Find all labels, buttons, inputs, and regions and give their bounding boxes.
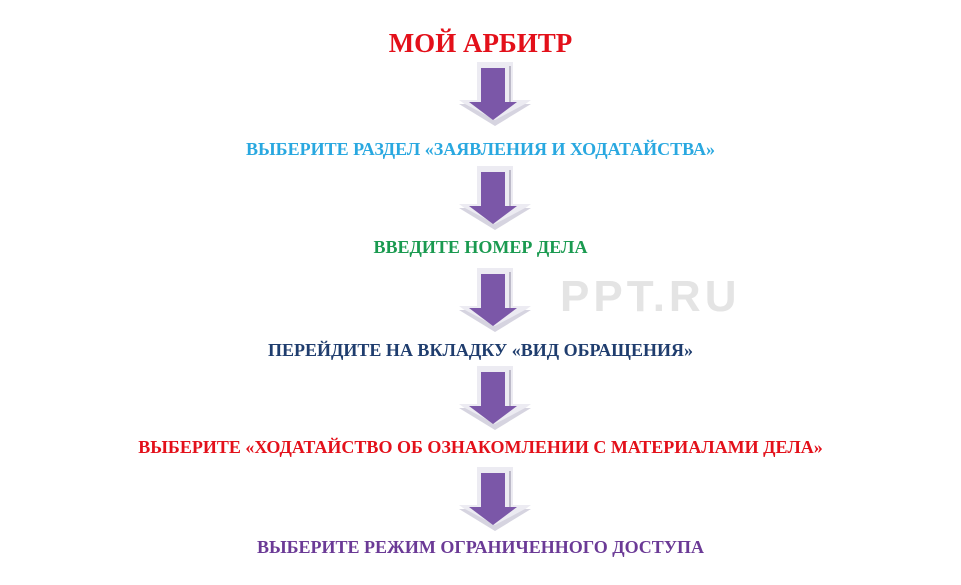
down-arrow-icon bbox=[455, 268, 535, 334]
diagram-title: МОЙ АРБИТР bbox=[388, 28, 573, 58]
down-arrow-icon bbox=[455, 467, 535, 533]
watermark: PPT.RU bbox=[560, 272, 741, 321]
down-arrow-icon bbox=[455, 166, 535, 232]
step-3: ПЕРЕЙДИТЕ НА ВКЛАДКУ «ВИД ОБРАЩЕНИЯ» bbox=[268, 340, 693, 360]
step-2: ВВЕДИТЕ НОМЕР ДЕЛА bbox=[373, 237, 588, 257]
down-arrow-icon bbox=[455, 366, 535, 432]
step-5: ВЫБЕРИТЕ РЕЖИМ ОГРАНИЧЕННОГО ДОСТУПА bbox=[256, 537, 705, 557]
down-arrow-icon bbox=[455, 62, 535, 128]
step-4: ВЫБЕРИТЕ «ХОДАТАЙСТВО ОБ ОЗНАКОМЛЕНИИ С … bbox=[138, 437, 823, 457]
step-1: ВЫБЕРИТЕ РАЗДЕЛ «ЗАЯВЛЕНИЯ И ХОДАТАЙСТВА… bbox=[245, 139, 716, 159]
